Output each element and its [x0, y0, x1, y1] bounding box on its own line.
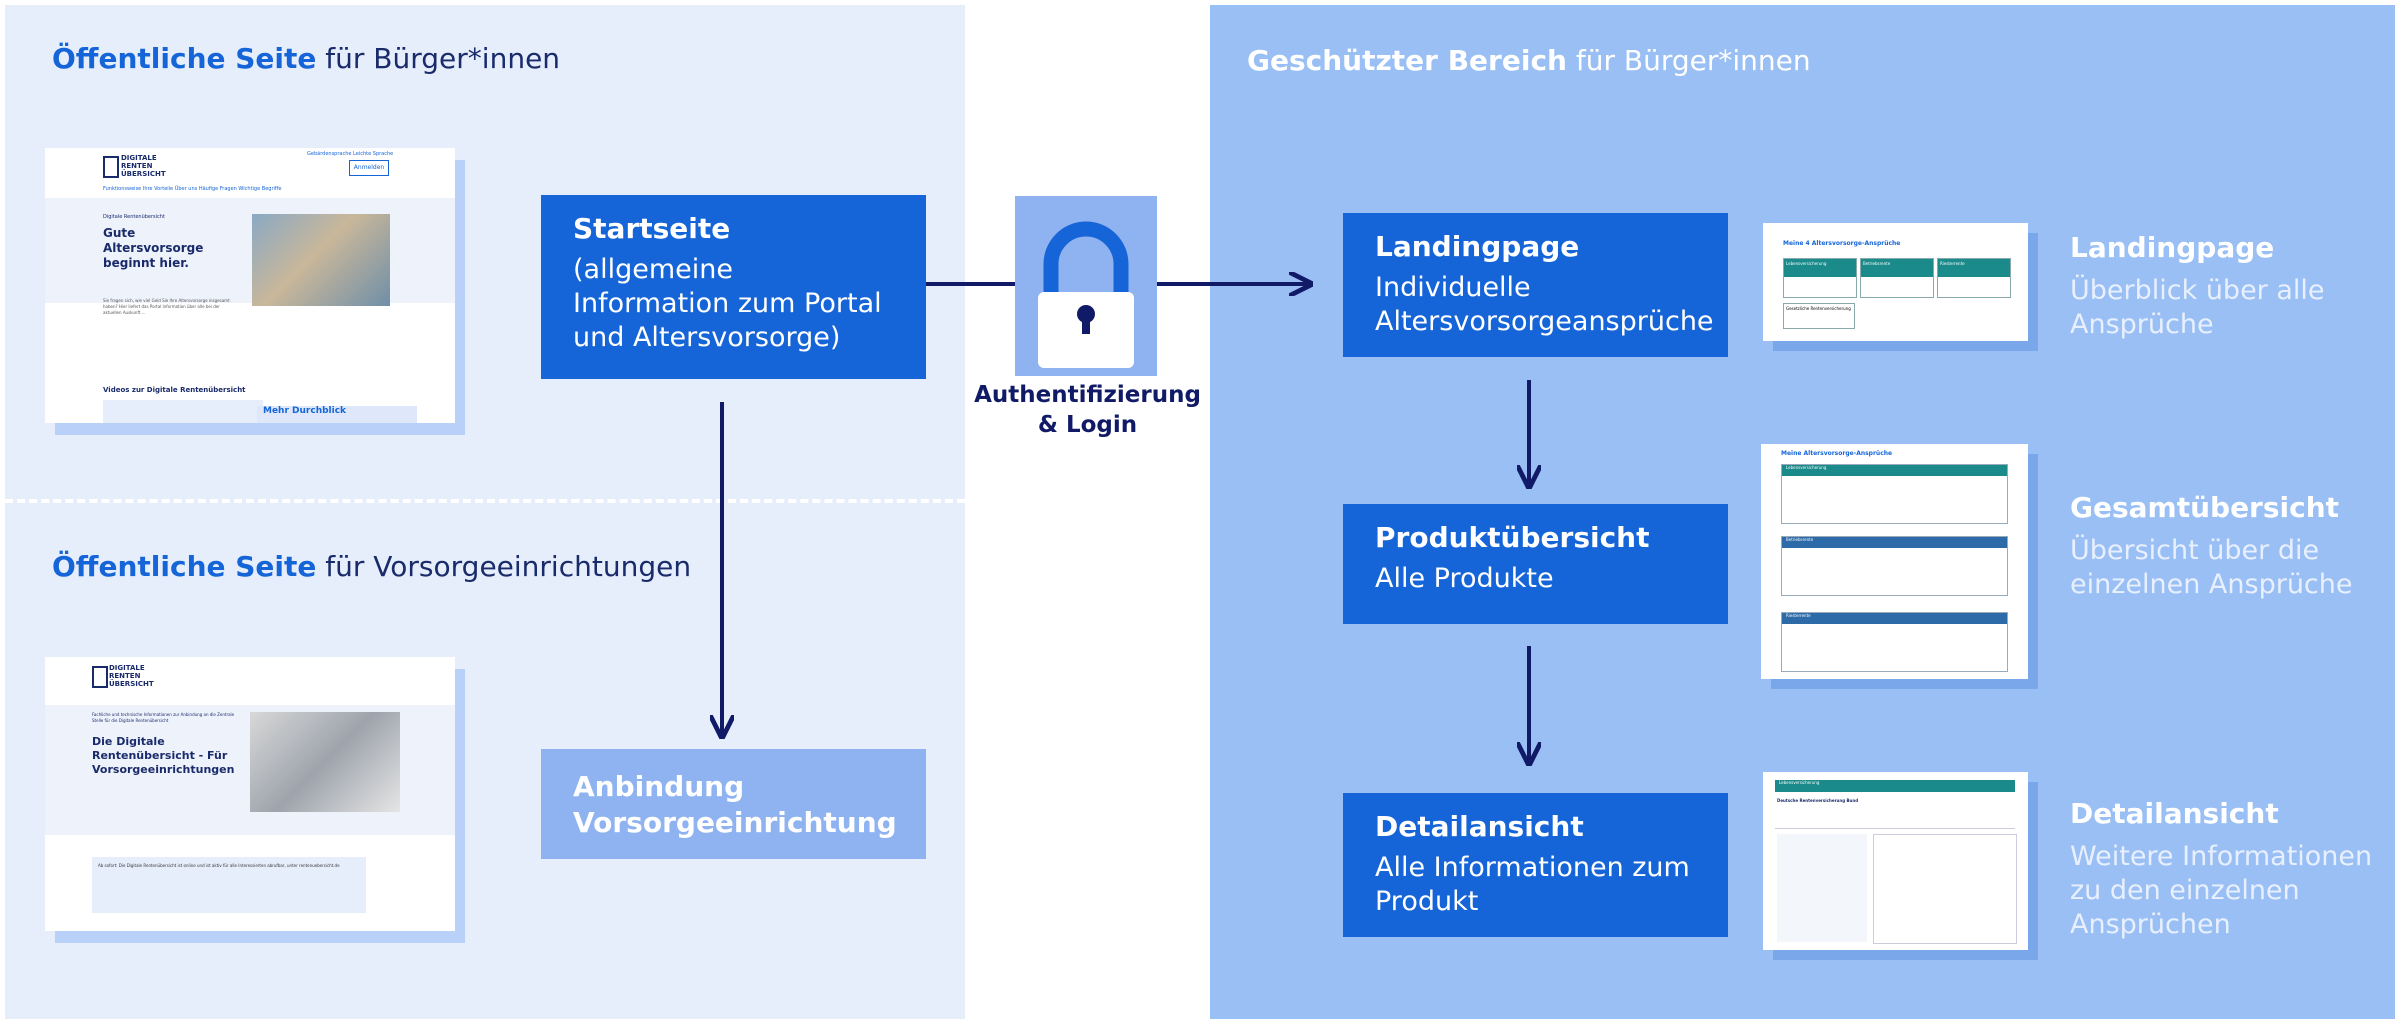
landing-thumb: Meine 4 Altersvorsorge-Ansprüche Lebensv… [1763, 223, 2028, 341]
auth-label: Authentifizierung & Login [974, 382, 1201, 438]
logo-icon [103, 156, 119, 178]
homepage-login-button: Anmelden [349, 160, 389, 176]
homepage-video-thumb [103, 400, 263, 423]
overview-section-2: Betriebsrente [1781, 536, 2008, 596]
public-citizens-heading: Öffentliche Seite für Bürger*innen [52, 42, 561, 75]
startseite-subtitle: (allgemeine Information zum Portal und A… [573, 254, 882, 353]
overview-section-1: Lebensversicherung [1781, 464, 2008, 524]
homepage-headline: Gute Altersvorsorge beginnt hier. [103, 226, 204, 270]
provider-hero-photo [250, 712, 400, 812]
landingpage-title: Landingpage [1375, 230, 1580, 263]
landingpage-label-title: Landingpage [2070, 231, 2275, 264]
landingpage-label: Landingpage Überblick über alle Ansprüch… [2070, 230, 2380, 342]
landing-thumb-title: Meine 4 Altersvorsorge-Ansprüche [1783, 240, 1901, 247]
homepage-kicker: Digitale Rentenübersicht [103, 214, 165, 220]
provider-logo-text: DIGITALE RENTEN ÜBERSICHT [109, 664, 154, 688]
provider-kicker: Fachliche und technische Informationen z… [92, 712, 235, 723]
landing-card-2: Betriebsrente [1860, 258, 1934, 298]
landing-card-3-header: Riesterrente [1938, 259, 2010, 277]
produktuebersicht-box[interactable]: Produktübersicht Alle Produkte [1343, 504, 1728, 624]
landing-card-2-header: Betriebsrente [1861, 259, 1933, 277]
landing-card-4: Gesetzliche Rentenversicherung [1783, 303, 1855, 329]
overview-thumb-title: Meine Altersvorsorge-Ansprüche [1781, 450, 1893, 457]
detail-thumb-right-col [1873, 834, 2017, 944]
detail-thumb-left-col [1777, 834, 1867, 942]
overview-thumb: Meine Altersvorsorge-Ansprüche Lebensver… [1761, 444, 2028, 679]
overview-section-2-header: Betriebsrente [1782, 537, 2007, 548]
gesamtuebersicht-label-subtitle: Übersicht über die einzelnen Ansprüche [2070, 535, 2353, 600]
homepage-hero-photo [252, 214, 390, 306]
detail-thumb-header: Lebensversicherung [1775, 780, 2015, 792]
provider-note-box [92, 857, 366, 913]
detailansicht-label: Detailansicht Weitere Informationen zu d… [2070, 796, 2390, 942]
detail-thumb-provider: Deutsche Rentenversicherung Bund [1777, 798, 1859, 803]
provider-screenshot: DIGITALE RENTEN ÜBERSICHT Fachliche und … [45, 657, 455, 931]
produktuebersicht-title: Produktübersicht [1375, 521, 1650, 554]
detailansicht-box[interactable]: Detailansicht Alle Informationen zum Pro… [1343, 793, 1728, 937]
homepage-logo-text: DIGITALE RENTEN ÜBERSICHT [121, 154, 166, 178]
anbindung-title: Anbindung Vorsorgeeinrichtung [573, 770, 897, 839]
detail-thumb-divider [1775, 828, 2015, 829]
provider-note-text: Ab sofort: Die Digitale Rentenübersicht … [98, 863, 340, 868]
produktuebersicht-subtitle: Alle Produkte [1375, 563, 1554, 594]
landing-card-1: Lebensversicherung [1783, 258, 1857, 298]
section-divider [5, 499, 965, 503]
landing-card-1-header: Lebensversicherung [1784, 259, 1856, 277]
overview-section-1-header: Lebensversicherung [1782, 465, 2007, 476]
gesamtuebersicht-label-title: Gesamtübersicht [2070, 491, 2340, 524]
startseite-box[interactable]: Startseite (allgemeine Information zum P… [541, 195, 926, 379]
detailansicht-label-subtitle: Weitere Informationen zu den einzelnen A… [2070, 841, 2373, 940]
landing-card-3: Riesterrente [1937, 258, 2011, 298]
detailansicht-subtitle: Alle Informationen zum Produkt [1375, 852, 1690, 917]
overview-section-3: Riesterrente [1781, 612, 2008, 672]
homepage-videos-heading: Videos zur Digitale Rentenübersicht [103, 386, 246, 394]
homepage-body-text: Sie fragen sich, wie viel Geld Sie Ihre … [103, 298, 230, 315]
landingpage-subtitle: Individuelle Altersvorsorgeansprüche [1375, 272, 1714, 337]
homepage-mehr-card: Mehr Durchblick [257, 406, 417, 423]
gesamtuebersicht-label: Gesamtübersicht Übersicht über die einze… [2070, 490, 2380, 602]
homepage-screenshot: DIGITALE RENTEN ÜBERSICHT Gebärdensprach… [45, 148, 455, 423]
detail-thumb: Lebensversicherung Deutsche Rentenversic… [1763, 772, 2028, 950]
protected-area-heading: Geschützter Bereich für Bürger*innen [1247, 44, 1811, 77]
homepage-nav: Funktionsweise Ihre Vorteile Über uns Hä… [103, 186, 282, 192]
homepage-top-links: Gebärdensprache Leichte Sprache [307, 151, 394, 157]
overview-section-3-header: Riesterrente [1782, 613, 2007, 624]
login-lock-tile[interactable] [1015, 196, 1157, 376]
detailansicht-label-title: Detailansicht [2070, 797, 2279, 830]
landingpage-label-subtitle: Überblick über alle Ansprüche [2070, 275, 2325, 340]
public-providers-heading: Öffentliche Seite für Vorsorgeeinrichtun… [52, 550, 692, 583]
detailansicht-title: Detailansicht [1375, 810, 1584, 843]
anbindung-box[interactable]: Anbindung Vorsorgeeinrichtung [541, 749, 926, 859]
startseite-title: Startseite [573, 212, 731, 245]
logo-icon [92, 666, 108, 688]
landingpage-box[interactable]: Landingpage Individuelle Altersvorsorgea… [1343, 213, 1728, 357]
provider-headline: Die Digitale Rentenübersicht - Für Vorso… [92, 735, 235, 776]
lock-icon [1038, 221, 1134, 368]
